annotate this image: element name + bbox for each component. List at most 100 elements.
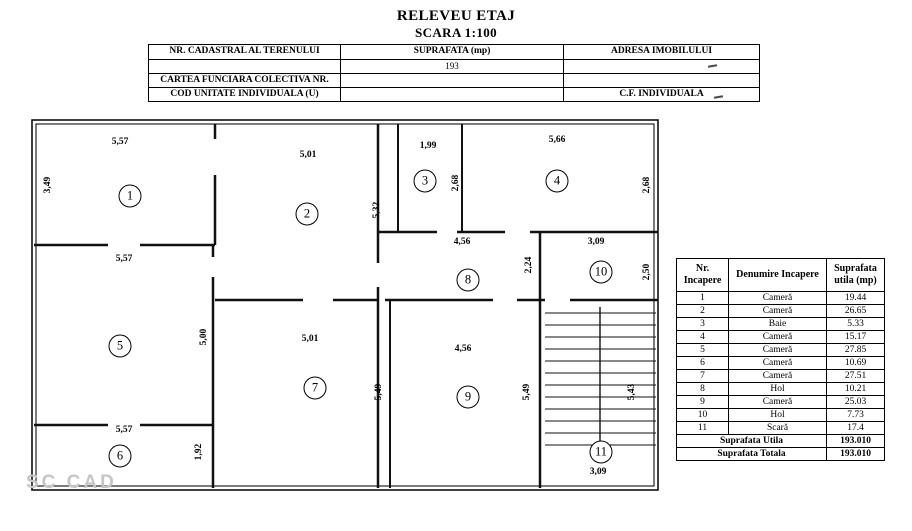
dimension-label: 5,32 [372,201,382,219]
dimension-label: 2,68 [451,174,461,192]
value-suprafata: 193 [340,59,564,74]
dimension-label: 3,09 [589,467,607,477]
dimension-label: 2,68 [642,176,652,194]
row-area: 19.44 [826,291,885,305]
row-name: Cameră [728,304,827,318]
row-name: Cameră [728,369,827,383]
row-area: 27.85 [826,343,885,357]
row-name: Cameră [728,343,827,357]
dimension-label: 5,49 [522,383,532,401]
row-nr: 9 [676,395,729,409]
room-number-5: 5 [108,334,132,358]
col-header-area: Suprafata utila (mp) [826,258,885,292]
dimension-label: 5,01 [301,334,319,344]
row-area: 26.65 [826,304,885,318]
floor-plan-drawing [31,119,659,491]
dimension-label: 2,50 [642,263,652,281]
row-nr: 4 [676,330,729,344]
row-name: Cameră [728,291,827,305]
label-cf-individuala: C.F. INDIVIDUALA [563,87,760,102]
row-name: Scară [728,421,827,435]
total-utila-row: Suprafata Utila 193.010 [676,434,885,448]
room-number-9: 9 [456,385,480,409]
row-area: 15.17 [826,330,885,344]
dimension-label: 5,00 [199,328,209,346]
room-number-8: 8 [456,268,480,292]
dimension-label: 5,49 [374,383,384,401]
dimension-label: 5,57 [115,425,133,435]
room-number-3: 3 [413,169,437,193]
cell-empty-1 [340,73,564,88]
room-number-2: 2 [295,202,319,226]
dimension-label: 5,66 [548,135,566,145]
label-cod-unitate: COD UNITATE INDIVIDUALA (U) [148,87,341,102]
dimension-label: 3,09 [587,237,605,247]
dimension-label: 3,49 [43,176,53,194]
row-area: 27.51 [826,369,885,383]
row-nr: 10 [676,408,729,422]
dimension-label: 4,56 [453,237,471,247]
dimension-label: 2,24 [524,256,534,274]
page-scale: SCARA 1:100 [414,25,498,40]
rooms-area-table: Nr. Incapere Denumire Incapere Suprafata… [676,258,885,461]
row-nr: 7 [676,369,729,383]
row-name: Cameră [728,395,827,409]
row-name: Cameră [728,330,827,344]
row-name: Cameră [728,356,827,370]
value-adresa [563,59,760,74]
room-number-11: 11 [589,440,613,464]
room-number-7: 7 [303,376,327,400]
label-adresa: ADRESA IMOBILULUI [563,44,760,60]
col-header-nr: Nr. Incapere [676,258,729,292]
label-suprafata: SUPRAFATA (mp) [340,44,564,60]
col-header-name: Denumire Incapere [728,258,827,292]
watermark-text: SC CAD [26,472,117,493]
row-nr: 3 [676,317,729,331]
row-name: Baie [728,317,827,331]
total-totala-label: Suprafata Totala [676,447,827,461]
row-nr: 6 [676,356,729,370]
room-number-10: 10 [589,260,613,284]
dimension-label: 4,56 [454,344,472,354]
dimension-label: 5,57 [111,137,129,147]
total-utila-value: 193.010 [826,434,885,448]
page-title: RELEVEU ETAJ [396,8,516,24]
row-area: 25.03 [826,395,885,409]
label-nr-cadastral: NR. CADASTRAL AL TERENULUI [148,44,341,60]
row-nr: 2 [676,304,729,318]
room-number-1: 1 [118,184,142,208]
row-area: 5.33 [826,317,885,331]
row-area: 10.69 [826,356,885,370]
dimension-label: 1,99 [419,141,437,151]
room-number-6: 6 [108,444,132,468]
dimension-label: 5,43 [627,383,637,401]
dimension-label: 5,01 [299,150,317,160]
cell-empty-3 [340,87,564,102]
dimension-label: 1,92 [194,443,204,461]
total-totala-row: Suprafata Totala 193.010 [676,447,885,461]
row-nr: 11 [676,421,729,435]
floor-plan: 5,57 5,01 1,99 5,66 3,49 5,32 2,68 2,68 … [25,115,670,500]
row-nr: 8 [676,382,729,396]
row-nr: 5 [676,343,729,357]
room-number-4: 4 [545,169,569,193]
dimension-label: 5,57 [115,254,133,264]
label-cartea-funciara: CARTEA FUNCIARA COLECTIVA NR. [148,73,341,88]
row-name: Hol [728,408,827,422]
row-area: 17.4 [826,421,885,435]
cell-empty-2 [563,73,760,88]
row-area: 10.21 [826,382,885,396]
row-name: Hol [728,382,827,396]
row-nr: 1 [676,291,729,305]
value-nr-cadastral [148,59,341,74]
